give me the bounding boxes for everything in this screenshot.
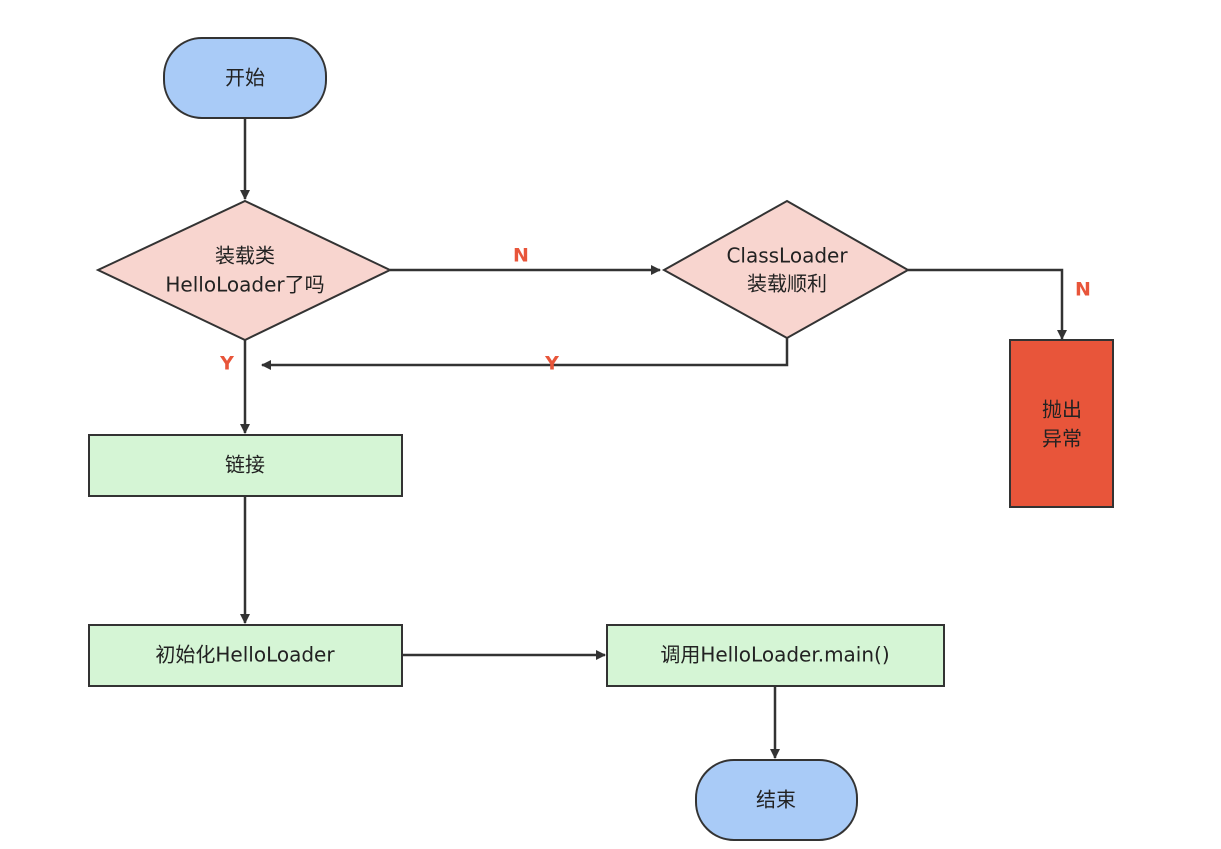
init-label: 初始化HelloLoader — [155, 643, 335, 667]
edge-label-loaded-yes: Y — [219, 353, 234, 375]
classloader-check-decision: ClassLoader 装载顺利 — [661, 199, 911, 340]
link-process-shape — [88, 434, 403, 497]
invoke-main-label: 调用HelloLoader.main() — [660, 643, 889, 667]
end-node: 结束 — [695, 759, 858, 841]
end-label: 结束 — [756, 788, 796, 812]
start-label: 开始 — [225, 66, 265, 90]
start-node: 开始 — [163, 37, 327, 119]
edge-classloader-check-to-exception — [908, 268, 1067, 340]
loaded-check-label-line-1: 装载类 — [215, 244, 275, 268]
classloader-check-diamond-shape — [661, 199, 911, 340]
invoke-main-node: 调用HelloLoader.main() — [606, 624, 945, 687]
throw-exception-label-line-1: 抛出 — [1042, 398, 1082, 422]
classloader-check-label-line-2: 装载顺利 — [747, 272, 827, 296]
edge-label-classloader-yes: Y — [544, 353, 559, 375]
loaded-check-label-line-2: HelloLoader了吗 — [165, 273, 324, 297]
throw-exception-node: 抛出 异常 — [1009, 339, 1114, 508]
edge-label-classloader-no: N — [1075, 279, 1091, 301]
classloader-check-label-line-1: ClassLoader — [726, 244, 848, 268]
edges — [240, 118, 1067, 759]
link-label: 链接 — [225, 453, 265, 477]
invoke-main-process-shape — [606, 624, 945, 687]
init-process-shape — [88, 624, 403, 687]
init-node: 初始化HelloLoader — [88, 624, 403, 687]
throw-exception-label-line-2: 异常 — [1042, 427, 1082, 451]
edge-labels: N Y Y N — [219, 245, 1091, 375]
link-node: 链接 — [88, 434, 403, 497]
loaded-check-decision: 装载类 HelloLoader了吗 — [95, 199, 393, 342]
end-terminal-shape — [695, 759, 858, 841]
edge-label-loaded-no: N — [513, 245, 529, 267]
start-terminal-shape — [163, 37, 327, 119]
loaded-check-diamond-shape — [95, 199, 393, 342]
throw-exception-shape — [1009, 339, 1114, 508]
nodes: 开始 装载类 HelloLoader了吗 ClassLoader 装载顺利 抛出… — [88, 37, 1114, 841]
edge-classloader-check-yes-return — [261, 338, 789, 370]
